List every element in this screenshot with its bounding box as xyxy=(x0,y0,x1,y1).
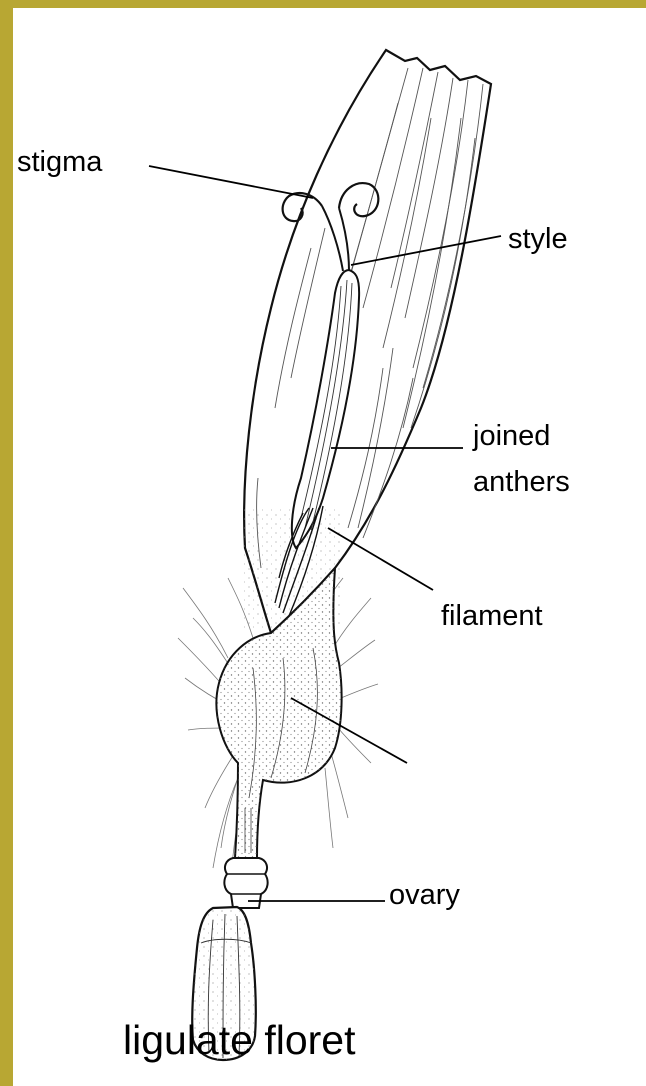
stigma-leader-line xyxy=(149,166,313,198)
filament-leader-line xyxy=(328,528,433,590)
diagram-caption: ligulate floret xyxy=(123,1020,355,1061)
style-label: style xyxy=(508,225,568,254)
joined-anthers-label-line2: anthers xyxy=(473,468,570,497)
stigma-label: stigma xyxy=(17,148,102,177)
filament-label: filament xyxy=(441,602,543,631)
diagram-frame: stigma style joined anthers filament ova… xyxy=(13,8,646,1086)
ligulate-floret-illustration xyxy=(13,8,646,1086)
ligule-petal xyxy=(241,50,491,633)
joined-anthers-label-line1: joined xyxy=(473,422,550,451)
ovary-label: ovary xyxy=(389,881,460,910)
